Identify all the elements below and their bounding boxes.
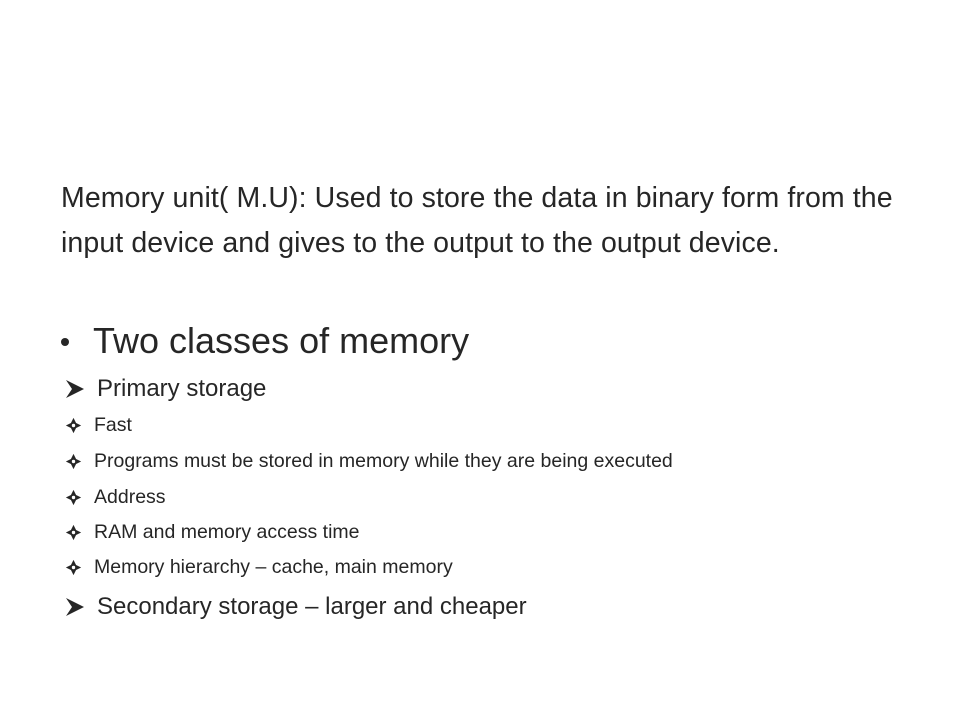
intro-paragraph: Memory unit( M.U): Used to store the dat… (61, 182, 893, 259)
diamond-bullet-icon (65, 453, 82, 469)
primary-storage-item: Primary storage (65, 372, 266, 406)
list-item: RAM and memory access time (65, 518, 360, 546)
list-item-text: RAM and memory access time (94, 520, 360, 543)
list-item-text: Fast (94, 413, 132, 436)
arrow-bullet-icon (66, 598, 84, 616)
main-bullet: Two classes of memory (61, 316, 469, 366)
diamond-bullet-icon (65, 524, 82, 540)
round-bullet-icon (61, 338, 69, 346)
secondary-storage-item: Secondary storage – larger and cheaper (65, 590, 527, 624)
list-item: Fast (65, 411, 132, 439)
arrow-bullet-icon (66, 380, 84, 398)
list-item-text: Address (94, 485, 166, 508)
list-item: Address (65, 483, 166, 511)
primary-storage-label: Primary storage (97, 375, 267, 402)
diamond-bullet-icon (65, 559, 82, 575)
diamond-bullet-icon (65, 489, 82, 505)
list-item: Programs must be stored in memory while … (65, 447, 673, 475)
list-item: Memory hierarchy – cache, main memory (65, 553, 453, 581)
list-item-text: Programs must be stored in memory while … (94, 449, 673, 472)
main-bullet-text: Two classes of memory (93, 320, 470, 361)
list-item-text: Memory hierarchy – cache, main memory (94, 555, 453, 578)
diamond-bullet-icon (65, 417, 82, 433)
secondary-storage-label: Secondary storage – larger and cheaper (97, 593, 527, 620)
